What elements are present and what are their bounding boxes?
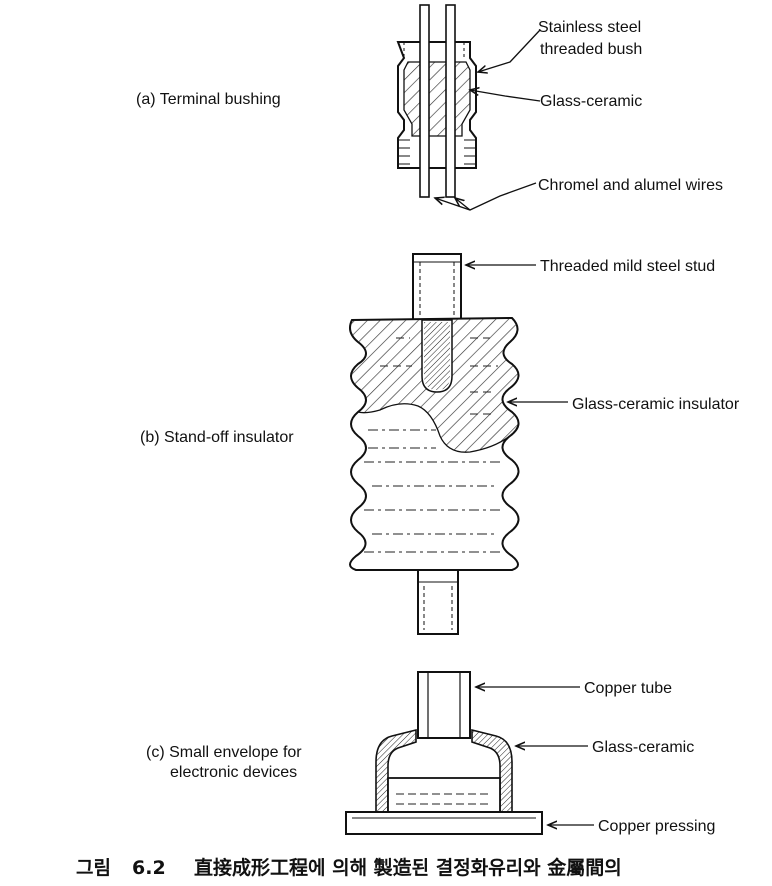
label-copper-pressing: Copper pressing bbox=[598, 818, 715, 835]
copper-pressing-base bbox=[345, 811, 543, 835]
label-threaded-mild-steel-stud: Threaded mild steel stud bbox=[540, 258, 715, 275]
bottom-steel-stud bbox=[417, 569, 459, 635]
envelope-glass-ceramic-left bbox=[375, 728, 417, 813]
chromel-alumel-wires bbox=[419, 4, 456, 198]
label-stainless-steel-bush-line1: Stainless steel bbox=[538, 19, 641, 36]
bushing-glass-ceramic bbox=[403, 61, 471, 137]
small-envelope-drawing bbox=[345, 671, 594, 835]
caption-prefix: 그림 bbox=[76, 857, 111, 879]
label-stainless-steel-bush-line2: threaded bush bbox=[540, 41, 642, 58]
title-terminal-bushing: (a) Terminal bushing bbox=[136, 91, 281, 108]
label-bushing-glass-ceramic: Glass-ceramic bbox=[540, 93, 642, 110]
embedded-stud bbox=[424, 322, 450, 390]
label-envelope-glass-ceramic: Glass-ceramic bbox=[592, 739, 694, 756]
caption-number: 6.2 bbox=[132, 857, 166, 879]
figure-caption: 그림 6.2 直接成形工程에 의해 製造된 결정화유리와 金屬間의 bbox=[76, 856, 622, 879]
bush-thread-marks bbox=[398, 42, 476, 165]
label-copper-tube: Copper tube bbox=[584, 680, 672, 697]
title-small-envelope-line1: (c) Small envelope for bbox=[146, 744, 302, 761]
title-small-envelope-line2: electronic devices bbox=[170, 764, 297, 781]
label-glass-ceramic-insulator: Glass-ceramic insulator bbox=[572, 396, 740, 413]
envelope-glass-ceramic-right bbox=[471, 728, 513, 813]
stand-off-insulator-drawing bbox=[349, 253, 568, 635]
copper-tube bbox=[417, 671, 471, 739]
title-stand-off-insulator: (b) Stand-off insulator bbox=[140, 429, 294, 446]
caption-text: 直接成形工程에 의해 製造된 결정화유리와 金屬間의 bbox=[194, 856, 622, 879]
label-chromel-alumel-wires: Chromel and alumel wires bbox=[538, 177, 723, 194]
terminal-bushing-drawing bbox=[396, 4, 541, 211]
insulator-dashed-lines bbox=[364, 429, 504, 553]
